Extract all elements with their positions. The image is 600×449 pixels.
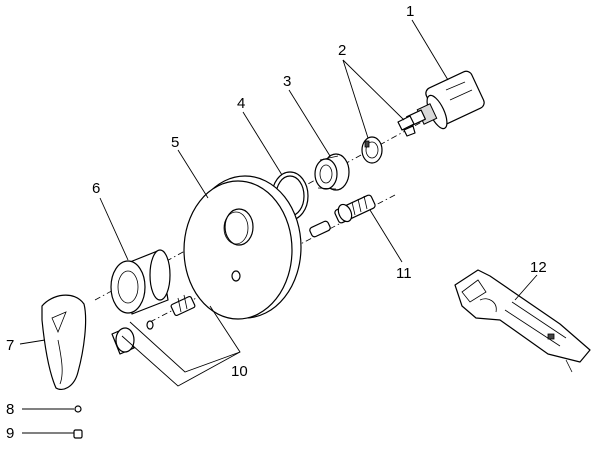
part-10-knob-assembly (111, 294, 196, 355)
part-7-lever-handle (41, 294, 87, 391)
callout-labels: 1 2 3 4 5 6 7 8 9 10 11 12 (6, 3, 547, 442)
part-9-cap (73, 429, 83, 439)
callout-7: 7 (6, 337, 14, 354)
callout-8: 8 (6, 401, 14, 418)
callout-6: 6 (92, 180, 100, 197)
part-6-sleeve (110, 249, 171, 315)
callout-4: 4 (237, 95, 245, 112)
part-12-template (454, 269, 591, 373)
callout-3: 3 (283, 73, 291, 90)
part-8-screw (74, 405, 82, 413)
part-3-nut (314, 153, 350, 191)
callout-2: 2 (338, 42, 346, 59)
part-5-escutcheon-plate (183, 175, 302, 320)
part-1-cartridge (406, 70, 485, 130)
callout-5: 5 (171, 134, 179, 151)
callout-11: 11 (396, 265, 412, 282)
callout-9: 9 (6, 425, 14, 442)
callout-1: 1 (406, 3, 414, 20)
part-2-clips (361, 115, 416, 164)
leader-lines (19, 19, 538, 434)
callout-10: 10 (231, 363, 248, 380)
part-11-diverter (309, 194, 376, 238)
callout-12: 12 (530, 259, 547, 276)
